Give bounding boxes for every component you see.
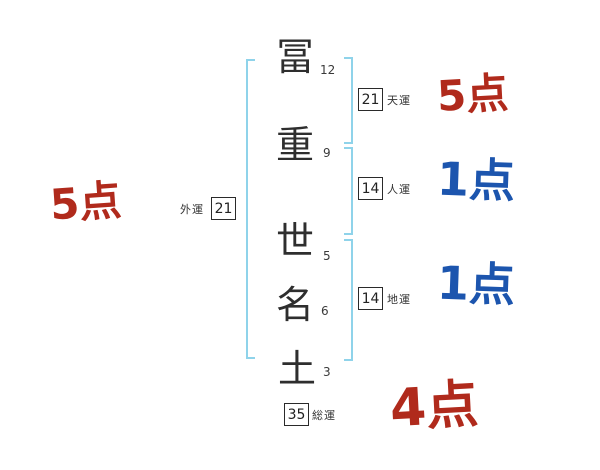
name-char-1: 冨 bbox=[276, 35, 315, 79]
stroke-count-5: 3 bbox=[323, 365, 331, 379]
stroke-count-2: 9 bbox=[323, 146, 331, 160]
total-luck-label: 総運 bbox=[312, 409, 336, 422]
stroke-count-4: 6 bbox=[321, 304, 329, 318]
heaven-luck-value-box: 21 bbox=[358, 88, 383, 111]
name-char-2: 重 bbox=[276, 123, 315, 167]
heaven-luck-label: 天運 bbox=[387, 94, 411, 107]
name-char-5: 土 bbox=[278, 347, 317, 391]
outer-luck-bracket bbox=[246, 59, 255, 359]
stroke-count-1: 12 bbox=[320, 63, 336, 77]
earth-luck-value-box: 14 bbox=[358, 287, 383, 310]
earth-luck-score: 1点 bbox=[436, 255, 516, 313]
earth-luck-bracket bbox=[344, 239, 353, 361]
heaven-luck-score: 5点 bbox=[435, 68, 510, 121]
outer-luck-value-box: 21 bbox=[211, 197, 236, 220]
person-luck-value-box: 14 bbox=[358, 177, 383, 200]
person-luck-score: 1点 bbox=[436, 151, 516, 209]
name-char-3: 世 bbox=[276, 219, 315, 263]
total-luck-score: 4点 bbox=[388, 374, 480, 440]
heaven-luck-bracket bbox=[344, 57, 353, 144]
stroke-count-3: 5 bbox=[323, 249, 331, 263]
person-luck-label: 人運 bbox=[387, 183, 411, 196]
person-luck-bracket bbox=[344, 147, 353, 235]
total-luck-value-box: 35 bbox=[284, 403, 309, 426]
outer-luck-label: 外運 bbox=[180, 203, 204, 216]
name-char-4: 名 bbox=[276, 283, 315, 327]
earth-luck-label: 地運 bbox=[387, 293, 411, 306]
outer-luck-score: 5点 bbox=[48, 175, 123, 230]
